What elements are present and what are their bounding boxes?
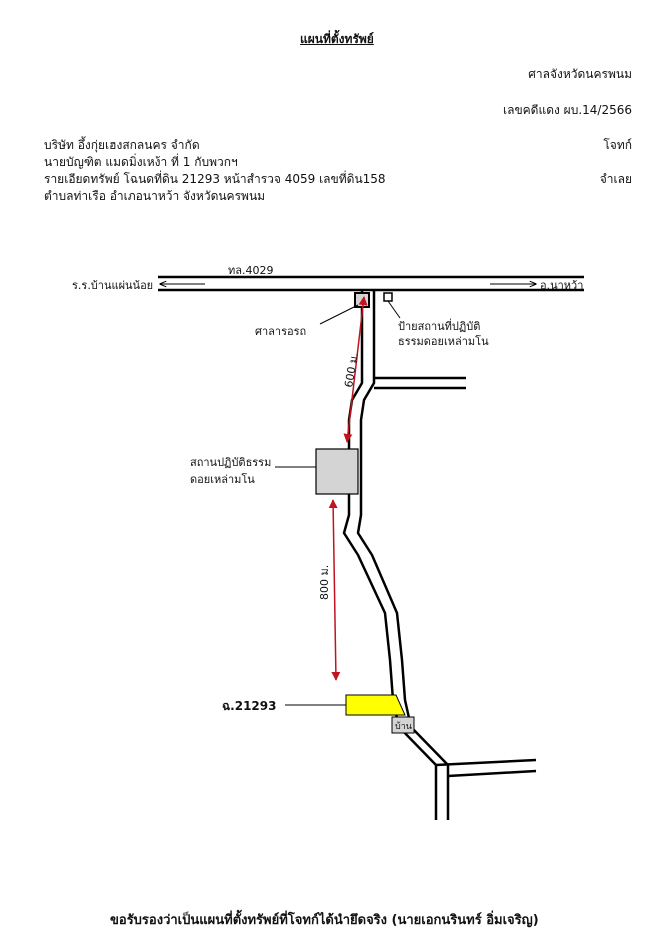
house-label: บ้าน [395, 721, 412, 732]
land-parcel [345, 694, 406, 716]
case-number: เลขคดีแดง ผบ.14/2566 [503, 103, 632, 117]
distance-arrow-600 [343, 296, 368, 443]
bus-stop-leader [319, 304, 359, 325]
distance-label-800: 800 ม. [318, 565, 331, 600]
road-code-label: ทล.4029 [228, 264, 273, 277]
distance-arrow-800 [328, 499, 341, 681]
defendant-label: จำเลย [599, 172, 632, 186]
property-location: ตำบลท่าเรือ อำเภอนาหว้า จังหวัดนครพนม [44, 189, 266, 203]
highway-road [158, 275, 584, 292]
sign-label-line1: ป้ายสถานที่ปฏิบัติ [398, 318, 480, 333]
temple-building [315, 448, 359, 495]
temple-label-line1: สถานปฏิบัติธรรม [190, 456, 271, 469]
temple-label-line2: ดอยเหล่ามโน [190, 472, 255, 486]
branch-road [374, 376, 466, 390]
certification-statement: ขอรับรองว่าเป็นแผนที่ตั้งทรัพย์ที่โจทก์ไ… [110, 913, 539, 928]
sign-post [383, 292, 393, 302]
plaintiff-label: โจทก์ [603, 138, 632, 152]
distance-label-600: 600 ม. [342, 352, 361, 389]
court-name: ศาลจังหวัดนครพนม [528, 67, 632, 81]
individual-name: นายบัญฑิต แมดมิ่งเหง้า ที่ 1 กับพวกฯ [44, 155, 238, 169]
side-road [342, 291, 450, 820]
page-title: แผนที่ตั้งทรัพย์ [300, 32, 374, 46]
sign-leader [387, 300, 401, 319]
lower-branch-road [435, 758, 537, 778]
house-building [391, 716, 415, 734]
left-destination-label: ร.ร.บ้านแผ่นน้อย [72, 279, 153, 292]
sign-label-line2: ธรรมดอยเหล่ามโน [398, 334, 489, 348]
right-destination-label: อ.นาหว้า [540, 279, 583, 292]
property-detail: รายเอียดทรัพย์ โฉนดที่ดิน 21293 หน้าสำรว… [44, 172, 386, 186]
company-name: บริษัท อึ้งกุ่ยเฮงสกลนคร จำกัด [44, 138, 200, 152]
parcel-label: ฉ.21293 [222, 699, 276, 713]
bus-stop-label: ศาลารอรถ [255, 325, 306, 338]
